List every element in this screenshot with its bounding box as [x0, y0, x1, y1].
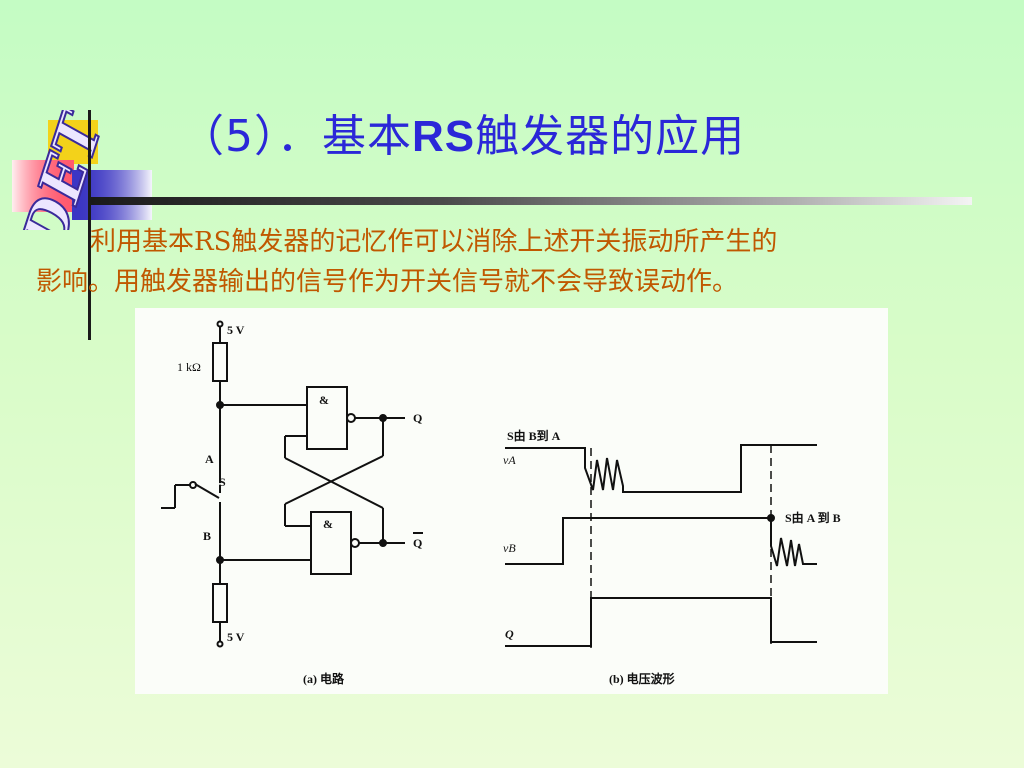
svg-text:5 V: 5 V	[227, 323, 245, 337]
svg-text:(b) 电压波形: (b) 电压波形	[609, 671, 675, 686]
det-logo: DET	[8, 101, 152, 261]
svg-text:(a) 电路: (a) 电路	[303, 671, 345, 686]
paragraph-line-1: 利用基本RS触发器的记忆作可以消除上述开关振动所产生的	[90, 227, 778, 257]
svg-text:Q: Q	[413, 411, 422, 425]
body-paragraph: 利用基本RS触发器的记忆作可以消除上述开关振动所产生的 影响。用触发器输出的信号…	[36, 222, 986, 302]
svg-text:vB: vB	[503, 541, 516, 555]
circuit-diagram: 5 V 1 kΩ A S B 5 V	[161, 320, 423, 686]
svg-text:vA: vA	[503, 453, 516, 467]
svg-text:S: S	[219, 475, 226, 489]
svg-text:A: A	[205, 452, 214, 466]
title-underline	[90, 197, 972, 205]
title-prefix: （5）．基本	[180, 111, 412, 162]
svg-text:Q: Q	[413, 536, 422, 550]
svg-text:Q: Q	[505, 627, 514, 641]
slide-title: （5）．基本RS触发器的应用	[180, 100, 745, 164]
svg-text:&: &	[323, 517, 333, 531]
svg-text:S由 B到 A: S由 B到 A	[507, 428, 561, 443]
paragraph-line-2: 影响。用触发器输出的信号作为开关信号就不会导致误动作。	[36, 267, 739, 297]
voltage-waveforms: S由 B到 A vA vB S由 A 到 B Q (b) 电压波形	[503, 428, 841, 686]
circuit-figure: 5 V 1 kΩ A S B 5 V	[135, 308, 888, 694]
svg-text:B: B	[203, 529, 211, 543]
svg-text:1 kΩ: 1 kΩ	[177, 360, 201, 374]
title-rs: RS	[412, 112, 476, 161]
svg-text:5 V: 5 V	[227, 630, 245, 644]
svg-text:S由 A 到 B: S由 A 到 B	[785, 510, 841, 525]
title-suffix: 触发器的应用	[475, 111, 746, 162]
svg-text:&: &	[319, 393, 329, 407]
logo-divider-vertical	[88, 110, 91, 340]
